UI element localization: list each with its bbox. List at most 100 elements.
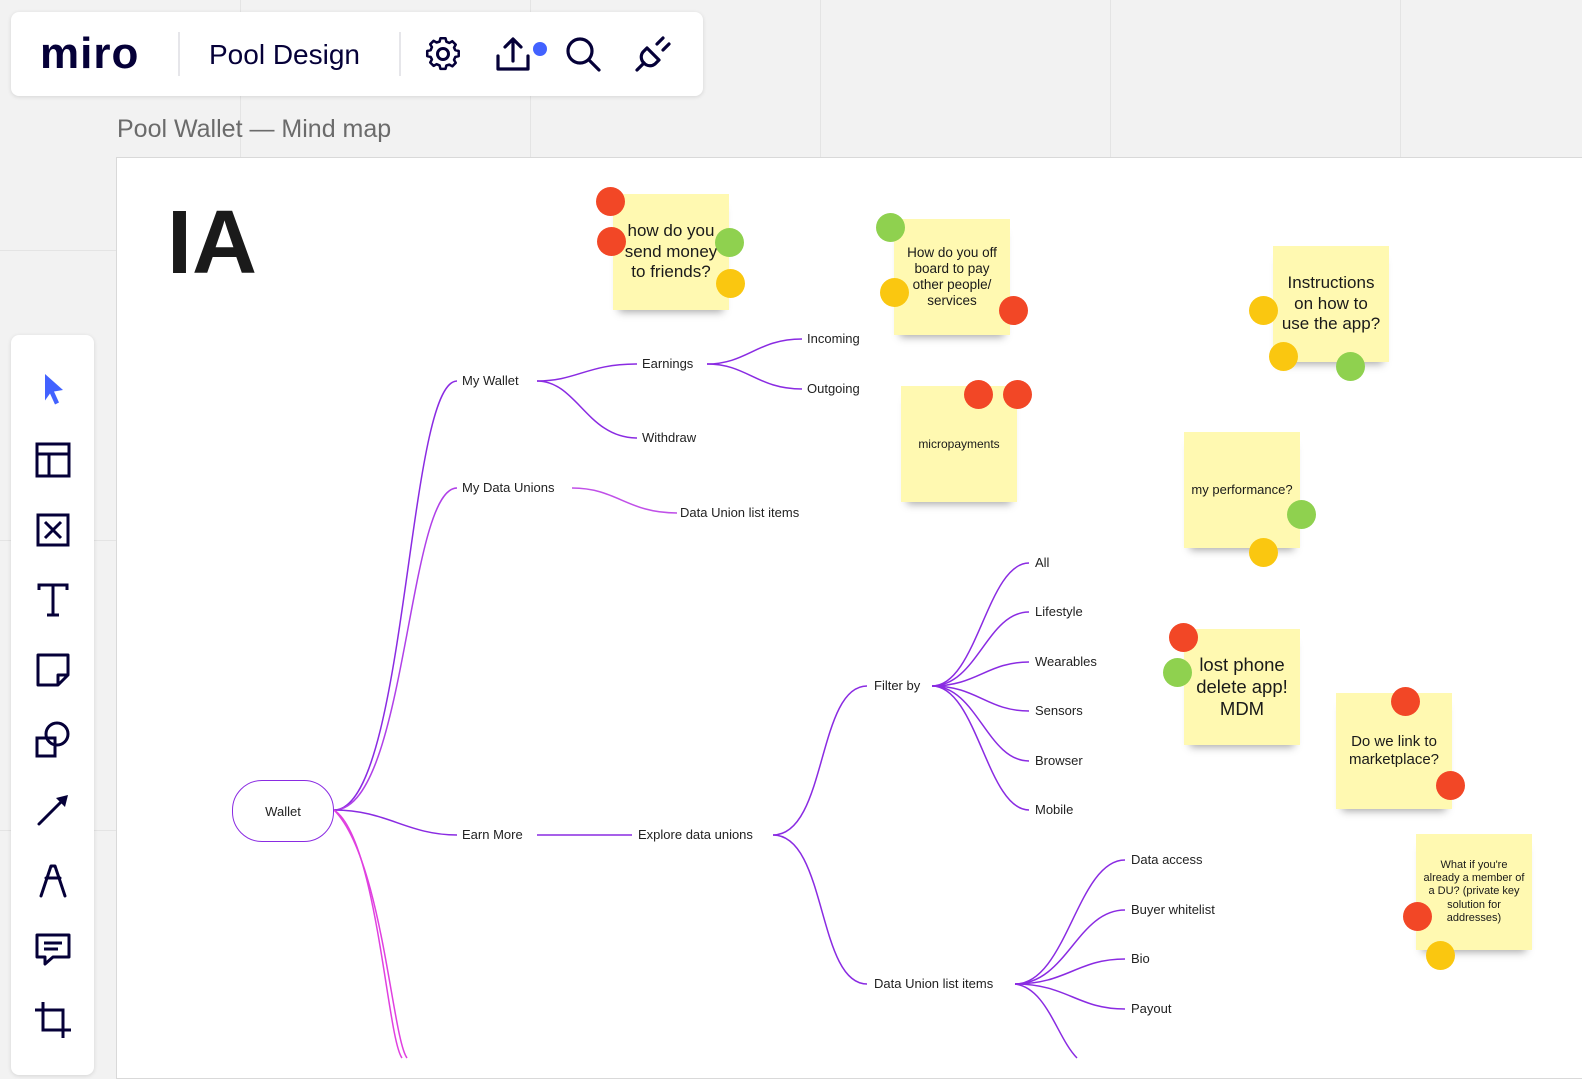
- yellow-dot-sticker[interactable]: [1269, 342, 1298, 371]
- mm-node-earn-more[interactable]: Earn More: [462, 827, 523, 842]
- sticky-note[interactable]: micropayments: [901, 386, 1017, 502]
- mm-node-filter-by[interactable]: Filter by: [874, 678, 921, 693]
- notification-dot: [533, 42, 547, 56]
- connector: [333, 487, 458, 811]
- mm-node-buyer-whitelist[interactable]: Buyer whitelist: [1131, 902, 1215, 917]
- red-dot-sticker[interactable]: [1403, 902, 1432, 931]
- yellow-dot-sticker[interactable]: [880, 278, 909, 307]
- comment-tool[interactable]: [31, 928, 75, 972]
- connector: [536, 380, 638, 439]
- left-toolbar: [11, 335, 94, 1075]
- mm-node-browser[interactable]: Browser: [1035, 753, 1083, 768]
- mm-node-my-wallet[interactable]: My Wallet: [462, 373, 519, 388]
- select-tool[interactable]: [31, 368, 75, 412]
- arrow-tool[interactable]: [31, 788, 75, 832]
- pen-tool[interactable]: [31, 858, 75, 902]
- sticky-note[interactable]: Instructions on how to use the app?: [1273, 246, 1389, 362]
- crop-icon: [35, 1002, 71, 1038]
- search-button[interactable]: [563, 34, 603, 74]
- connector: [706, 338, 803, 365]
- text-icon: [37, 583, 69, 617]
- board-name[interactable]: Pool Design: [209, 39, 360, 70]
- connector: [1014, 983, 1126, 1010]
- templates-icon: [35, 442, 71, 478]
- mm-node-lifestyle[interactable]: Lifestyle: [1035, 604, 1083, 619]
- mm-node-earnings[interactable]: Earnings: [642, 356, 694, 371]
- sticky-note-icon: [36, 653, 70, 687]
- sticky-note[interactable]: Do we link to marketplace?: [1336, 693, 1452, 809]
- share-button[interactable]: [493, 34, 533, 74]
- divider: [399, 32, 401, 76]
- yellow-dot-sticker[interactable]: [1426, 941, 1455, 970]
- connector: [333, 809, 458, 836]
- red-dot-sticker[interactable]: [1391, 687, 1420, 716]
- crop-tool[interactable]: [31, 998, 75, 1042]
- mm-node-all[interactable]: All: [1035, 555, 1050, 570]
- shapes-icon: [35, 721, 70, 758]
- select-icon: [45, 374, 63, 405]
- pen-icon: [39, 864, 67, 898]
- sticky-note-tool[interactable]: [31, 648, 75, 692]
- text-tool[interactable]: [31, 578, 75, 622]
- frame-heading: IA: [167, 193, 257, 293]
- red-dot-sticker[interactable]: [1003, 380, 1032, 409]
- divider: [178, 32, 180, 76]
- connector: [772, 685, 868, 836]
- integrations-button[interactable]: [633, 34, 673, 74]
- sticky-note[interactable]: my performance?: [1184, 432, 1300, 548]
- mm-node-withdraw[interactable]: Withdraw: [642, 430, 697, 445]
- mm-node-incoming[interactable]: Incoming: [807, 331, 860, 346]
- mm-node-sensors[interactable]: Sensors: [1035, 703, 1083, 718]
- red-dot-sticker[interactable]: [964, 380, 993, 409]
- red-dot-sticker[interactable]: [1169, 623, 1198, 652]
- mm-node-explore[interactable]: Explore data unions: [638, 827, 753, 842]
- connector: [536, 363, 638, 382]
- connector: [931, 611, 1030, 687]
- sticky-note[interactable]: how do you send money to friends?: [613, 194, 729, 310]
- frames-icon: [36, 513, 70, 547]
- arrow-icon: [37, 795, 68, 826]
- sticky-note[interactable]: What if you're already a member of a DU?…: [1416, 834, 1532, 950]
- templates-tool[interactable]: [31, 438, 75, 482]
- shapes-tool[interactable]: [31, 718, 75, 762]
- mm-node-my-data-unions[interactable]: My Data Unions: [462, 480, 555, 495]
- green-dot-sticker[interactable]: [1336, 352, 1365, 381]
- connector: [1014, 859, 1126, 985]
- red-dot-sticker[interactable]: [1436, 771, 1465, 800]
- connector: [1014, 958, 1126, 985]
- red-dot-sticker[interactable]: [596, 187, 625, 216]
- yellow-dot-sticker[interactable]: [1249, 538, 1278, 567]
- mm-node-outgoing[interactable]: Outgoing: [807, 381, 860, 396]
- miro-logo[interactable]: miro: [40, 29, 140, 78]
- comment-icon: [35, 933, 71, 966]
- sticky-note[interactable]: lost phone delete app! MDM: [1184, 629, 1300, 745]
- mind-map-root[interactable]: Wallet: [232, 780, 334, 842]
- mm-node-du-list-items-2[interactable]: Data Union list items: [874, 976, 994, 991]
- frames-tool[interactable]: [31, 508, 75, 552]
- mm-node-mobile[interactable]: Mobile: [1035, 802, 1074, 817]
- red-dot-sticker[interactable]: [597, 227, 626, 256]
- settings-button[interactable]: [423, 34, 463, 74]
- green-dot-sticker[interactable]: [876, 213, 905, 242]
- connector: [931, 685, 1030, 712]
- mind-map-connectors: [333, 338, 1126, 1059]
- mm-node-wearables[interactable]: Wearables: [1035, 654, 1097, 669]
- mind-map-frame: IA Wallet: [116, 157, 1582, 1079]
- connector: [772, 834, 868, 985]
- yellow-dot-sticker[interactable]: [1249, 296, 1278, 325]
- sticky-note[interactable]: How do you off board to pay other people…: [894, 219, 1010, 335]
- upload-icon: [496, 37, 530, 71]
- red-dot-sticker[interactable]: [999, 296, 1028, 325]
- green-dot-sticker[interactable]: [1163, 658, 1192, 687]
- mm-node-payout[interactable]: Payout: [1131, 1001, 1172, 1016]
- yellow-dot-sticker[interactable]: [716, 269, 745, 298]
- green-dot-sticker[interactable]: [1287, 500, 1316, 529]
- mm-node-data-access[interactable]: Data access: [1131, 852, 1203, 867]
- mm-node-bio[interactable]: Bio: [1131, 951, 1150, 966]
- connector: [1014, 983, 1078, 1059]
- green-dot-sticker[interactable]: [715, 228, 744, 257]
- connector: [931, 685, 1030, 811]
- connector: [931, 661, 1030, 687]
- frame-title[interactable]: Pool Wallet — Mind map: [117, 115, 392, 143]
- mm-node-du-list-items[interactable]: Data Union list items: [680, 505, 800, 520]
